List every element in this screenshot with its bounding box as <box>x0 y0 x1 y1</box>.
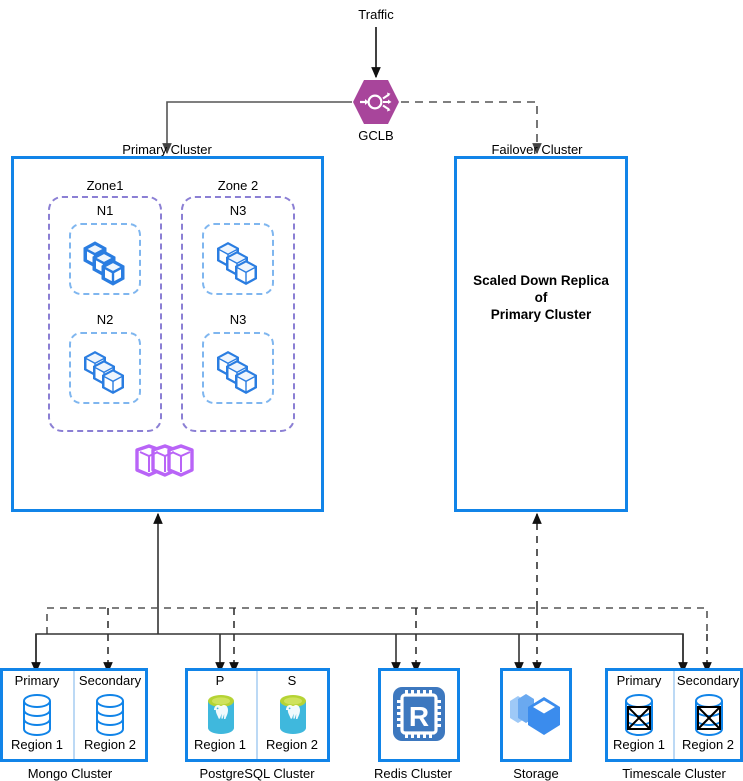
mongo-db-cylinder-icon-primary <box>21 694 53 736</box>
traffic-label: Traffic <box>358 7 394 22</box>
three-purple-hex-cubes-icon <box>129 444 205 484</box>
storage-cubes-icon <box>504 685 568 743</box>
failover-cluster-box[interactable] <box>454 156 628 512</box>
storage-title: Storage <box>513 766 559 781</box>
failover-cluster-body-text: Scaled Down Replica of Primary Cluster <box>473 273 609 322</box>
zone-box-zone1[interactable] <box>48 196 162 432</box>
three-cubes-icon-n2 <box>76 339 134 397</box>
zone1-label: Zone1 <box>86 178 124 193</box>
mongo-secondary-role-label: Secondary <box>78 673 142 688</box>
timescale-secondary-role-label: Secondary <box>676 673 740 688</box>
redis-cluster-title: Redis Cluster <box>373 766 453 781</box>
timescale-divider <box>673 671 675 759</box>
node-label-n3-a: N3 <box>229 203 247 218</box>
postgresql-elephant-icon-secondary <box>277 694 309 736</box>
node-box-n3-a[interactable] <box>202 223 274 295</box>
node-box-n3-b[interactable] <box>202 332 274 404</box>
mongo-db-cylinder-icon-secondary <box>94 694 126 736</box>
zone2-label: Zone 2 <box>217 178 259 193</box>
node-box-n1[interactable] <box>69 223 141 295</box>
redis-chip-icon: R <box>389 681 449 748</box>
timescale-primary-role-label: Primary <box>616 673 662 688</box>
postgresql-elephant-icon-primary <box>205 694 237 736</box>
timescale-db-icon-secondary <box>693 694 725 736</box>
node-label-n3-b: N3 <box>229 312 247 327</box>
postgresql-primary-region-label: Region 1 <box>193 737 247 752</box>
solid-bus-line <box>35 633 684 672</box>
node-label-n1: N1 <box>96 203 114 218</box>
zone-box-zone2[interactable] <box>181 196 295 432</box>
postgresql-primary-role-label: P <box>215 673 225 688</box>
primary-cluster-label: Primary Cluster <box>122 142 212 157</box>
node-label-n2: N2 <box>96 312 114 327</box>
postgresql-secondary-role-label: S <box>287 673 297 688</box>
timescale-db-icon-primary <box>623 694 655 736</box>
timescale-cluster-title: Timescale Cluster <box>622 766 726 781</box>
gclb-node[interactable] <box>352 79 400 125</box>
postgresql-divider <box>256 671 258 759</box>
gclb-hexagon-icon <box>353 80 399 124</box>
mongo-primary-role-label: Primary <box>14 673 60 688</box>
mongo-divider <box>73 671 75 759</box>
arrow-gclb-to-primary-cluster <box>162 101 352 155</box>
failover-cluster-label: Failover Cluster <box>491 142 583 157</box>
mongo-secondary-region-label: Region 2 <box>83 737 137 752</box>
timescale-primary-region-label: Region 1 <box>612 737 666 752</box>
gclb-label: GCLB <box>358 128 394 143</box>
postgresql-secondary-region-label: Region 2 <box>265 737 319 752</box>
three-cubes-icon-n3-a <box>209 230 267 288</box>
three-cubes-icon-n3-b <box>209 339 267 397</box>
node-box-n2[interactable] <box>69 332 141 404</box>
postgresql-cluster-title: PostgreSQL Cluster <box>199 766 315 781</box>
timescale-secondary-region-label: Region 2 <box>681 737 735 752</box>
mongo-primary-region-label: Region 1 <box>10 737 64 752</box>
svg-text:R: R <box>409 701 429 732</box>
three-cubes-icon-n1 <box>76 230 134 288</box>
arrow-gclb-to-failover-cluster <box>401 101 542 155</box>
redis-cluster-box[interactable] <box>378 668 460 762</box>
dashed-bus-line <box>46 607 708 634</box>
mongo-cluster-title: Mongo Cluster <box>27 766 113 781</box>
